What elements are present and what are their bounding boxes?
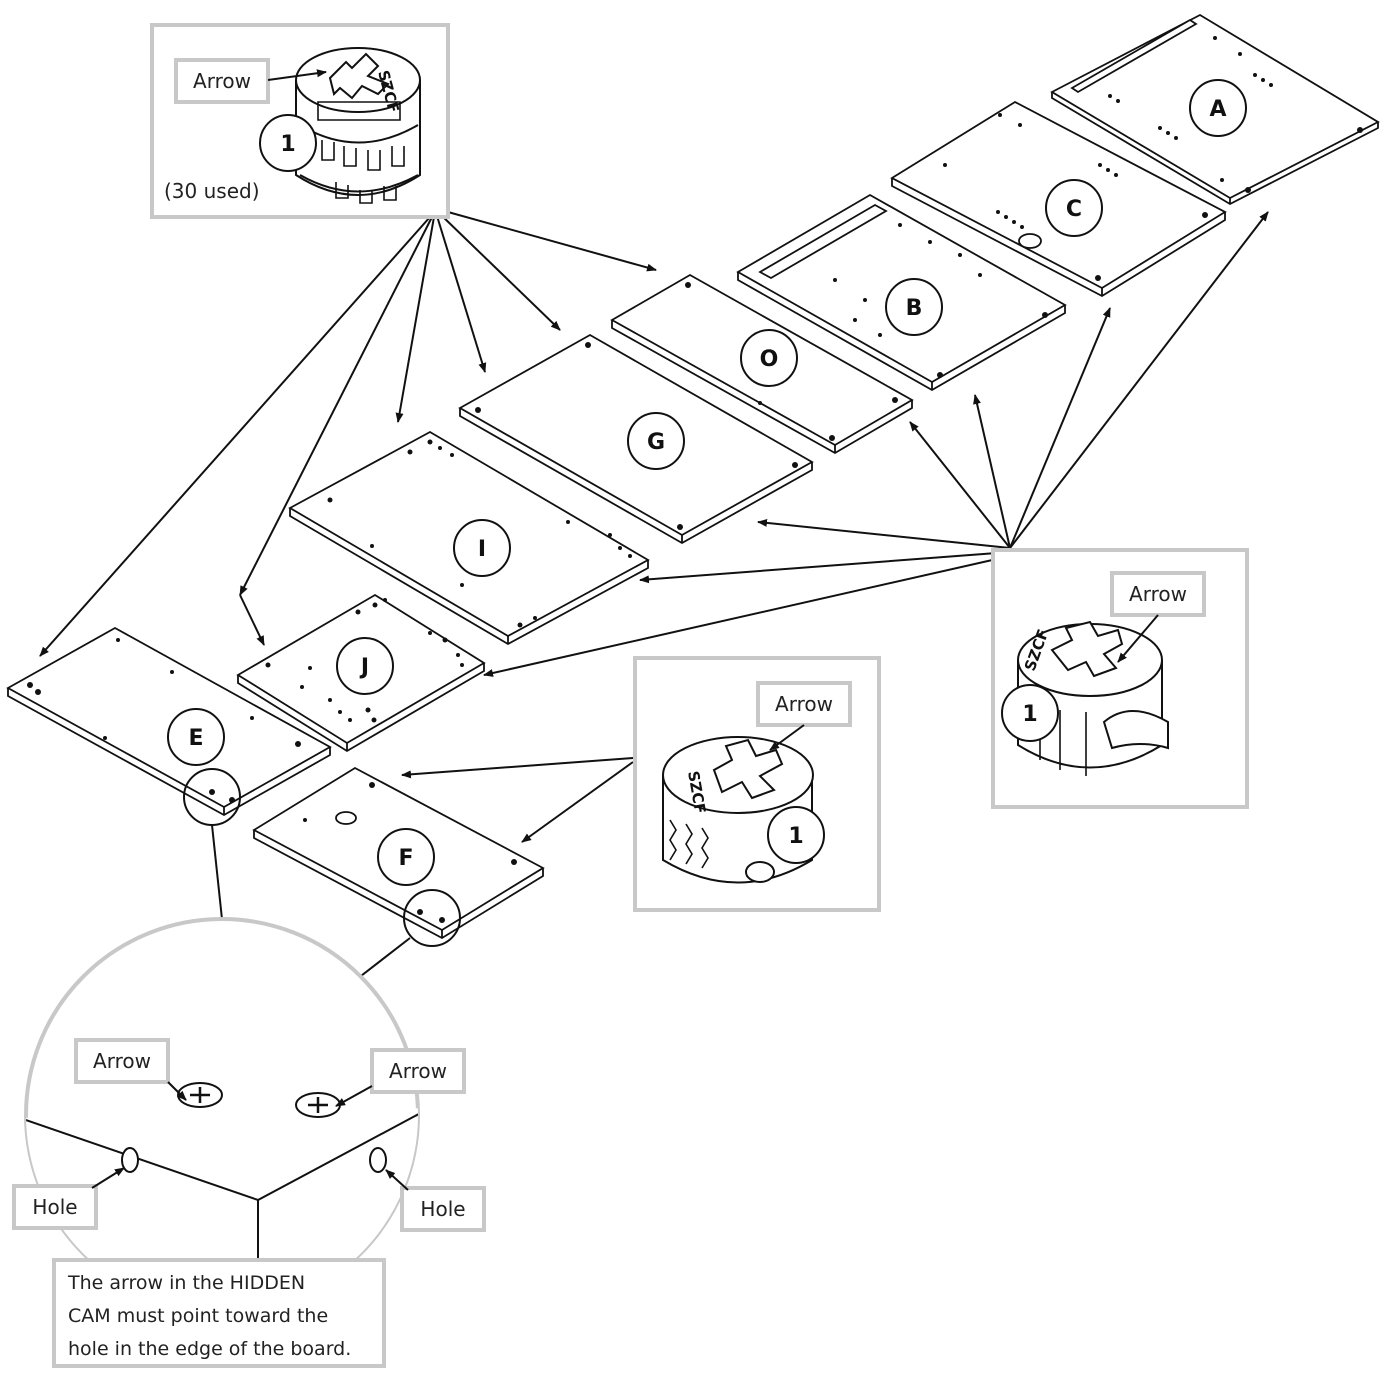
arrow-label-box bbox=[756, 681, 852, 727]
board-label-b: B bbox=[885, 278, 943, 336]
hole-label-left: Hole bbox=[32, 1195, 77, 1219]
board-label-e: E bbox=[167, 708, 225, 766]
part-number: 1 bbox=[280, 132, 295, 157]
board-label-i: I bbox=[453, 519, 511, 577]
part-number-badge bbox=[1001, 684, 1059, 742]
svg-text:B: B bbox=[906, 296, 923, 321]
arrow-label: Arrow bbox=[1129, 582, 1187, 606]
instruction-note-box bbox=[52, 1258, 386, 1368]
arrows-middle-cam bbox=[401, 757, 634, 843]
part-number-badge bbox=[767, 806, 825, 864]
cam-lock-side-icon bbox=[1017, 620, 1169, 776]
arrow-label-left: Arrow bbox=[93, 1049, 151, 1073]
arrow-label-right: Arrow bbox=[389, 1059, 447, 1083]
svg-text:J: J bbox=[359, 655, 369, 680]
instruction-note-line-2: CAM must point toward the bbox=[68, 1305, 328, 1327]
board-label-j: J bbox=[336, 637, 394, 695]
arrows-top-left-cam bbox=[39, 211, 657, 657]
arrow-label-box bbox=[370, 1048, 466, 1094]
svg-text:F: F bbox=[398, 846, 413, 871]
quantity-label: (30 used) bbox=[164, 179, 260, 203]
hole-label-box bbox=[400, 1186, 486, 1232]
arrow-label-box bbox=[74, 1038, 170, 1084]
part-number-badge bbox=[259, 114, 317, 172]
board-label-c: C bbox=[1045, 179, 1103, 237]
cam-lock-icon bbox=[295, 47, 421, 204]
callout-middle: SZCF Arrow 1 bbox=[633, 656, 881, 912]
svg-text:I: I bbox=[478, 537, 486, 562]
arrow-label: Arrow bbox=[193, 69, 251, 93]
board-label-g: G bbox=[627, 412, 685, 470]
svg-text:G: G bbox=[647, 430, 665, 455]
hole-label-box bbox=[12, 1184, 98, 1230]
arrow-label: Arrow bbox=[775, 692, 833, 716]
hole-label-right: Hole bbox=[420, 1197, 465, 1221]
instruction-note-line-1: The arrow in the HIDDEN bbox=[67, 1272, 305, 1294]
svg-text:O: O bbox=[760, 347, 779, 372]
cam-lock-icon bbox=[662, 736, 814, 884]
board-label-f: F bbox=[377, 828, 435, 886]
detail-magnifier: Arrow Arrow Hole Hole The arrow in the H… bbox=[12, 917, 486, 1368]
arrow-label-box bbox=[174, 58, 270, 104]
svg-text:C: C bbox=[1066, 197, 1082, 222]
callout-top-left: SZCF Arrow 1 (30 used) bbox=[150, 23, 450, 219]
board-e bbox=[6, 626, 332, 817]
svg-text:E: E bbox=[188, 726, 203, 751]
arrows-right-cam bbox=[483, 211, 1269, 677]
callout-right: SZCF Arrow 1 bbox=[991, 548, 1249, 809]
board-label-a: A bbox=[1189, 79, 1247, 137]
instruction-note-line-3: hole in the edge of the board. bbox=[68, 1338, 351, 1360]
arrow-to-j bbox=[239, 594, 265, 646]
part-number: 1 bbox=[788, 824, 803, 849]
svg-text:A: A bbox=[1209, 97, 1226, 122]
board-label-o: O bbox=[740, 329, 798, 387]
part-number: 1 bbox=[1022, 702, 1037, 727]
